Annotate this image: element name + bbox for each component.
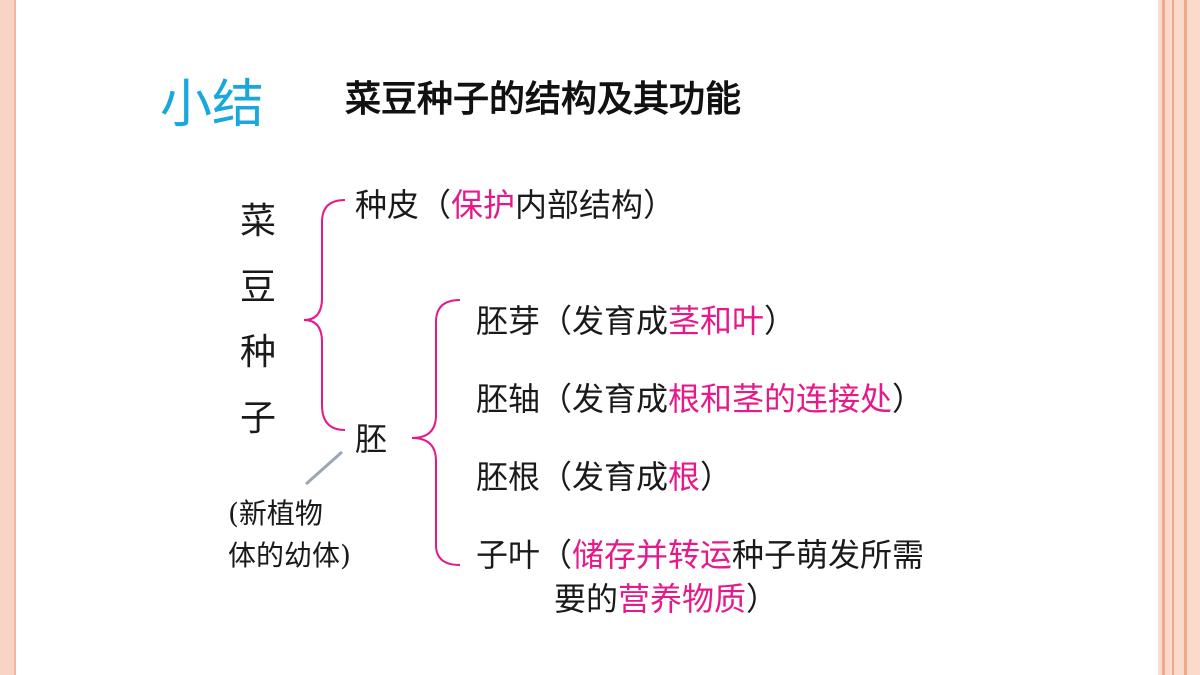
cotyledon-highlight-1: 储存并转运: [572, 536, 733, 574]
cotyledon-row: 子叶（储存并转运种子萌发所需: [476, 530, 924, 576]
cotyledon-row-2: 要的营养物质）: [554, 574, 778, 620]
embryo-note-connector: [305, 450, 343, 486]
paren-open: （: [419, 186, 452, 224]
radicle-suffix: ）: [700, 458, 733, 496]
seed-coat-function-rest: 内部结构: [515, 186, 644, 224]
hypocotyl-row: 胚轴（发育成根和茎的连接处）: [476, 374, 924, 420]
hypocotyl-suffix: ）: [892, 380, 925, 418]
plumule-highlight: 茎和叶: [668, 302, 765, 340]
cotyledon-mid: 种子萌发所需: [732, 536, 925, 574]
hypocotyl-label: 胚轴: [476, 380, 541, 418]
paren-close: ）: [643, 186, 676, 224]
root-char-1: 菜: [240, 201, 277, 242]
root-char-2: 豆: [240, 267, 277, 308]
embryo-brace: [411, 299, 461, 566]
radicle-label: 胚根: [476, 458, 541, 496]
cotyledon-paren-close: ）: [746, 580, 779, 618]
plumule-row: 胚芽（发育成茎和叶）: [476, 296, 796, 342]
page-title: 菜豆种子的结构及其功能: [345, 79, 742, 120]
right-border-decoration: [1158, 0, 1200, 675]
radicle-highlight: 根: [668, 458, 701, 496]
radicle-prefix: （发育成: [540, 458, 669, 496]
radicle-row: 胚根（发育成根）: [476, 452, 732, 498]
hypocotyl-highlight: 根和茎的连接处: [668, 380, 893, 418]
embryo-note-line2: 体的幼体): [228, 539, 351, 572]
seed-coat-label: 种皮: [355, 186, 420, 224]
embryo-note-line1: (新植物: [228, 497, 323, 530]
hypocotyl-prefix: （发育成: [540, 380, 669, 418]
seed-coat-function-highlight: 保护: [451, 186, 516, 224]
root-char-3: 种: [240, 332, 277, 373]
cotyledon-line2-start: 要的: [554, 580, 619, 618]
plumule-suffix: ）: [764, 302, 797, 340]
embryo-label: 胚: [355, 420, 388, 458]
cotyledon-label: 子叶: [476, 536, 541, 574]
root-char-4: 子: [240, 398, 277, 439]
cotyledon-paren-open: （: [540, 536, 573, 574]
plumule-label: 胚芽: [476, 302, 541, 340]
main-brace: [303, 199, 346, 431]
plumule-prefix: （发育成: [540, 302, 669, 340]
cotyledon-highlight-2: 营养物质: [618, 580, 747, 618]
left-border-decoration: [0, 0, 16, 675]
summary-heading: 小结: [160, 75, 265, 135]
seed-coat-row: 种皮（保护内部结构）: [355, 180, 675, 226]
